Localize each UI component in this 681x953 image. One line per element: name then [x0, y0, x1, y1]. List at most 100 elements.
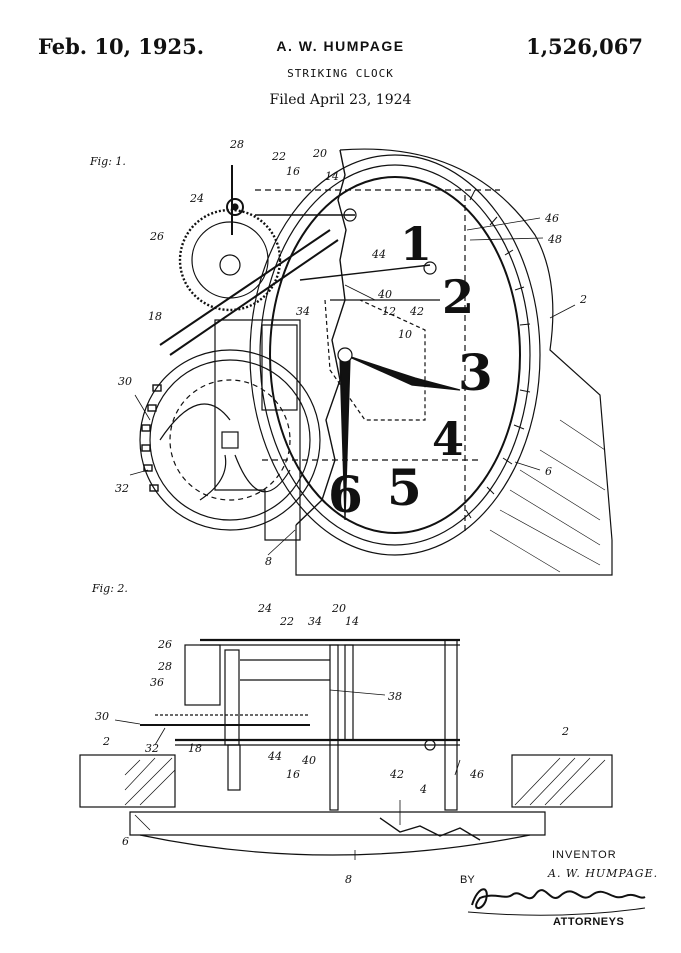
ref: 6	[545, 465, 552, 478]
ref: 26	[149, 230, 164, 243]
dial-ticks	[465, 189, 531, 519]
pillar-14	[329, 644, 339, 811]
wheel-spoke	[159, 403, 231, 441]
lever-18-edge	[169, 239, 339, 356]
dial-ring	[269, 176, 521, 534]
attorneys-label: ATTORNEYS	[553, 916, 625, 928]
wheel-hub	[221, 431, 239, 449]
inventor-heading: INVENTOR	[552, 849, 617, 861]
ref: 24	[257, 602, 272, 615]
ref: 2	[579, 293, 587, 306]
frame-plate	[214, 319, 301, 541]
ref: 4	[419, 783, 427, 796]
bezel-bar	[129, 811, 546, 836]
ref: 26	[157, 638, 172, 651]
numeral-5: 5	[387, 458, 422, 517]
ref: 24	[189, 192, 204, 205]
ref: 30	[95, 710, 109, 723]
patent-date: Feb. 10, 1925.	[38, 34, 205, 59]
strike-wheel-dashed	[169, 379, 291, 501]
ref: 46	[469, 768, 484, 781]
fig2-leaders	[114, 689, 461, 860]
ref: 12	[382, 305, 396, 318]
hidden-plate	[324, 299, 426, 421]
plate-window	[261, 324, 298, 411]
ref: 2	[561, 725, 569, 738]
ref: 18	[148, 310, 162, 323]
ref: 28	[157, 660, 172, 673]
ref: 28	[229, 138, 244, 151]
ref: 40	[301, 754, 316, 767]
case-hatching	[489, 419, 606, 573]
ref: 10	[398, 328, 412, 341]
pivot-42	[424, 739, 436, 751]
numeral-2: 2	[442, 270, 474, 324]
ref: 22	[279, 615, 294, 628]
filed-date: Filed April 23, 1924	[269, 92, 412, 108]
strike-wheel-outer	[139, 349, 321, 531]
lever-18	[159, 229, 331, 346]
fig2-label: Fig: 2.	[91, 582, 128, 595]
ref: 44	[267, 750, 282, 763]
wheel-spoke	[199, 454, 227, 501]
pivot	[343, 208, 357, 222]
ref: 8	[345, 873, 352, 886]
ref: 34	[308, 615, 322, 628]
strike-wheel-inner	[149, 359, 311, 521]
numeral-3: 3	[458, 343, 493, 402]
ref: 42	[389, 768, 404, 781]
ref: 40	[377, 288, 392, 301]
ref: 20	[312, 147, 327, 160]
fig1-label: Fig: 1.	[89, 155, 126, 168]
arbor-block	[224, 649, 240, 746]
fig1-leaders	[129, 217, 576, 556]
upper-gear-hub	[219, 254, 241, 276]
broken-edge	[295, 149, 347, 526]
numeral-4: 4	[432, 412, 464, 466]
ref: 20	[331, 602, 346, 615]
outer-bezel	[249, 154, 541, 556]
dial-numerals: 1 2 3 4 5 6	[328, 217, 493, 524]
inventor-header: A. W. HUMPAGE	[276, 38, 405, 54]
ref: 32	[115, 482, 129, 495]
center-post	[227, 744, 241, 791]
ref: 34	[296, 305, 310, 318]
ref: 46	[544, 212, 559, 225]
numeral-6: 6	[328, 465, 363, 524]
fig1-refs: 28 22 20 16 14 24 26 46 48 44 2 40 18 34…	[115, 138, 587, 568]
ref: 44	[371, 248, 386, 261]
ref: 22	[271, 150, 286, 163]
top-pinion	[226, 198, 244, 216]
ref: 18	[188, 742, 202, 755]
upper-gear	[178, 208, 282, 312]
ref: 38	[388, 690, 402, 703]
broken-section-4	[379, 817, 481, 841]
ref: 48	[547, 233, 562, 246]
count-notches	[141, 384, 162, 492]
ref: 14	[325, 170, 339, 183]
pillar-20	[344, 644, 354, 741]
attorney-signature	[467, 888, 646, 916]
pivot	[423, 261, 437, 275]
upper-gear-rim	[191, 221, 269, 299]
drum-26	[184, 644, 221, 706]
lever-44	[299, 264, 431, 281]
ref: 16	[286, 165, 300, 178]
center-arbor	[337, 347, 353, 363]
ref: 30	[118, 375, 132, 388]
wheel-spoke	[234, 454, 291, 493]
dial-curve	[139, 834, 531, 856]
ref: 6	[122, 835, 129, 848]
ref: 8	[265, 555, 272, 568]
base-left	[79, 754, 176, 808]
base-hatching	[124, 757, 606, 806]
ref: 32	[145, 742, 159, 755]
fig2-refs: 24 22 34 20 14 26 28 36 38 30 32 18 2 44…	[95, 602, 569, 886]
patent-number: 1,526,067	[526, 34, 643, 59]
hour-hand	[344, 354, 461, 391]
base-right	[511, 754, 613, 808]
inventor-name: A. W. HUMPAGE.	[548, 867, 659, 880]
ref: 36	[150, 676, 164, 689]
ref: 14	[345, 615, 359, 628]
